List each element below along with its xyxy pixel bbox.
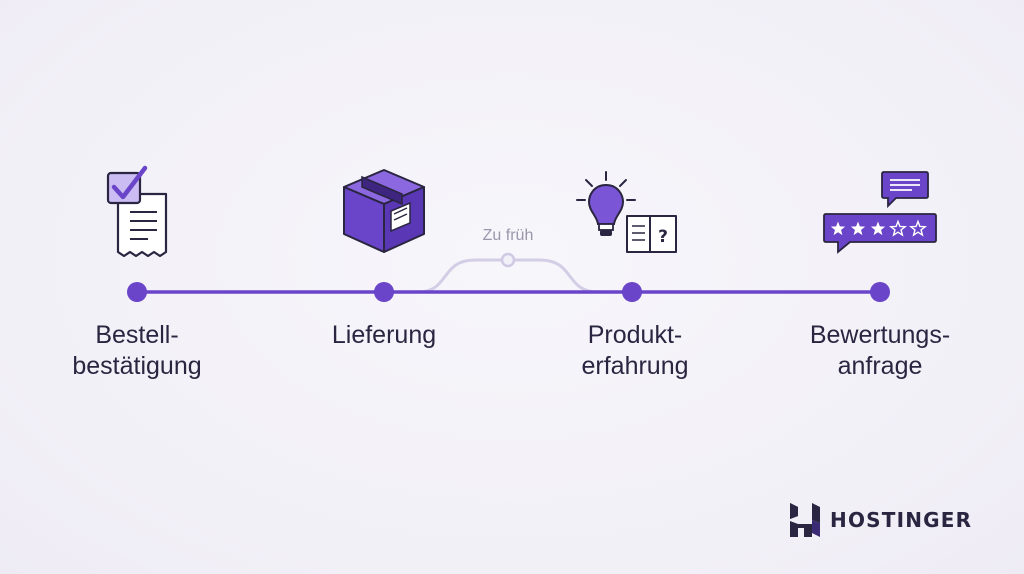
step-label-delivery: Lieferung [331,321,437,349]
step-label-experience: Produkt- erfahrung [581,321,689,380]
detour-label: Zu früh [482,227,534,244]
detour-node [500,252,516,268]
lightbulb-book-icon: ? [576,171,677,253]
hostinger-logo[interactable]: HOSTINGER [790,503,972,537]
star-filled-icon [830,221,846,236]
star-empty-icon [909,219,927,237]
star-empty-icon [889,219,907,237]
step-label-review: Bewertungs- anfrage [809,321,951,380]
svg-text:?: ? [658,227,668,247]
star-filled-icon [850,221,866,236]
timeline-node-review [870,282,890,302]
order-checklist-icon [106,165,168,258]
step-label-order: Bestell- bestätigung [72,321,202,380]
star-filled-icon [870,221,886,236]
package-box-icon [343,169,425,253]
timeline-node-experience [622,282,642,302]
star-rating-chat-icon [823,171,937,254]
hostinger-logo-icon [790,503,820,537]
timeline-node-delivery [374,282,394,302]
timeline-node-order [127,282,147,302]
brand-name: HOSTINGER [830,508,973,532]
